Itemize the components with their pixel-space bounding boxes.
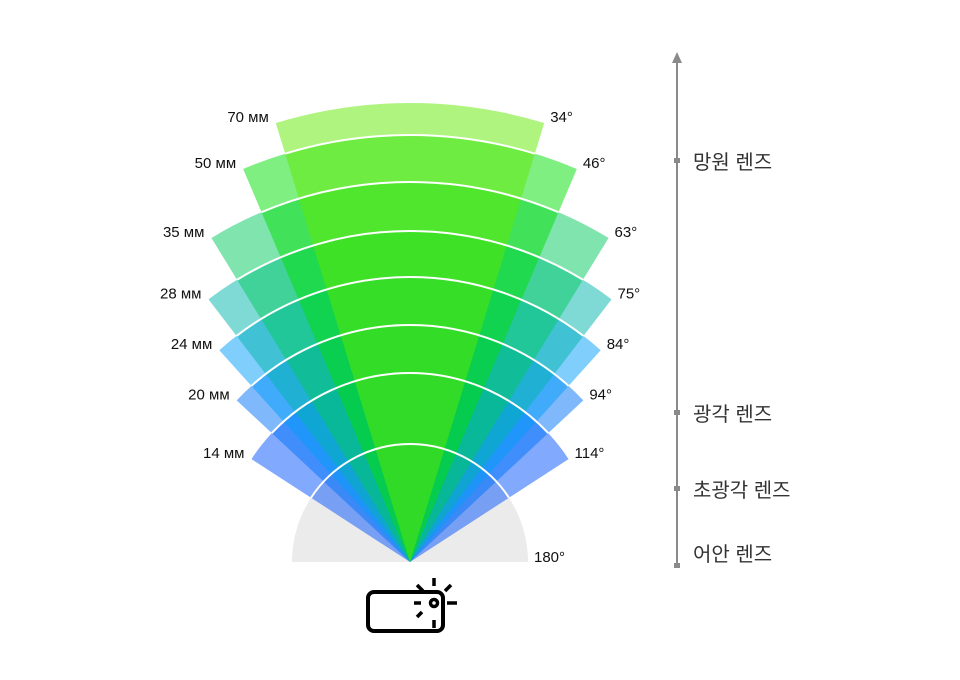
scale-tick [674, 563, 680, 568]
sectors [208, 103, 612, 563]
angle-label: 34° [550, 109, 573, 126]
angle-label: 114° [575, 445, 605, 462]
boundary-arc [284, 134, 536, 155]
focal-length-label: 20 мм [188, 386, 229, 403]
scale-tick [674, 410, 680, 415]
boundary-arc [250, 324, 570, 387]
angle-label: 63° [615, 224, 638, 241]
angle-label-fisheye: 180° [534, 549, 565, 566]
arrow-up-icon [672, 52, 682, 63]
category-fisheye: 어안 렌즈 [693, 543, 772, 566]
labels: 70 мм 34° 50 мм 46° 35 мм 63° 28 мм 75° 24 мм 84°… [160, 109, 640, 566]
focal-length-label: 14 мм [203, 445, 244, 462]
scale-tick [674, 486, 680, 491]
boundary-arc [236, 230, 584, 281]
angle-label: 46° [583, 155, 606, 172]
category-wide-angle: 광각 렌즈 [693, 403, 772, 426]
boundary-arc [235, 276, 585, 337]
focal-length-label: 50 мм [195, 155, 236, 172]
angle-label: 75° [618, 285, 641, 302]
focal-length-label: 35 мм [163, 224, 204, 241]
boundary-arc [261, 181, 559, 214]
category-telephoto: 망원 렌즈 [693, 151, 772, 174]
focal-length-label: 28 мм [160, 285, 201, 302]
scale-tick [674, 158, 680, 163]
lens-type-scale: 망원 렌즈 광각 렌즈 초광각 렌즈 어안 렌즈 [672, 52, 791, 568]
boundary-arc [310, 443, 510, 499]
category-ultra-wide: 초광각 렌즈 [693, 479, 791, 502]
focal-length-label: 70 мм [227, 109, 268, 126]
angle-label: 84° [607, 336, 630, 353]
boundary-arc [271, 371, 549, 434]
focal-length-label: 24 мм [171, 336, 212, 353]
camera-icon [366, 578, 457, 633]
angle-label: 94° [589, 386, 612, 403]
white-arcs [235, 134, 585, 499]
sector-70mm [275, 103, 545, 562]
